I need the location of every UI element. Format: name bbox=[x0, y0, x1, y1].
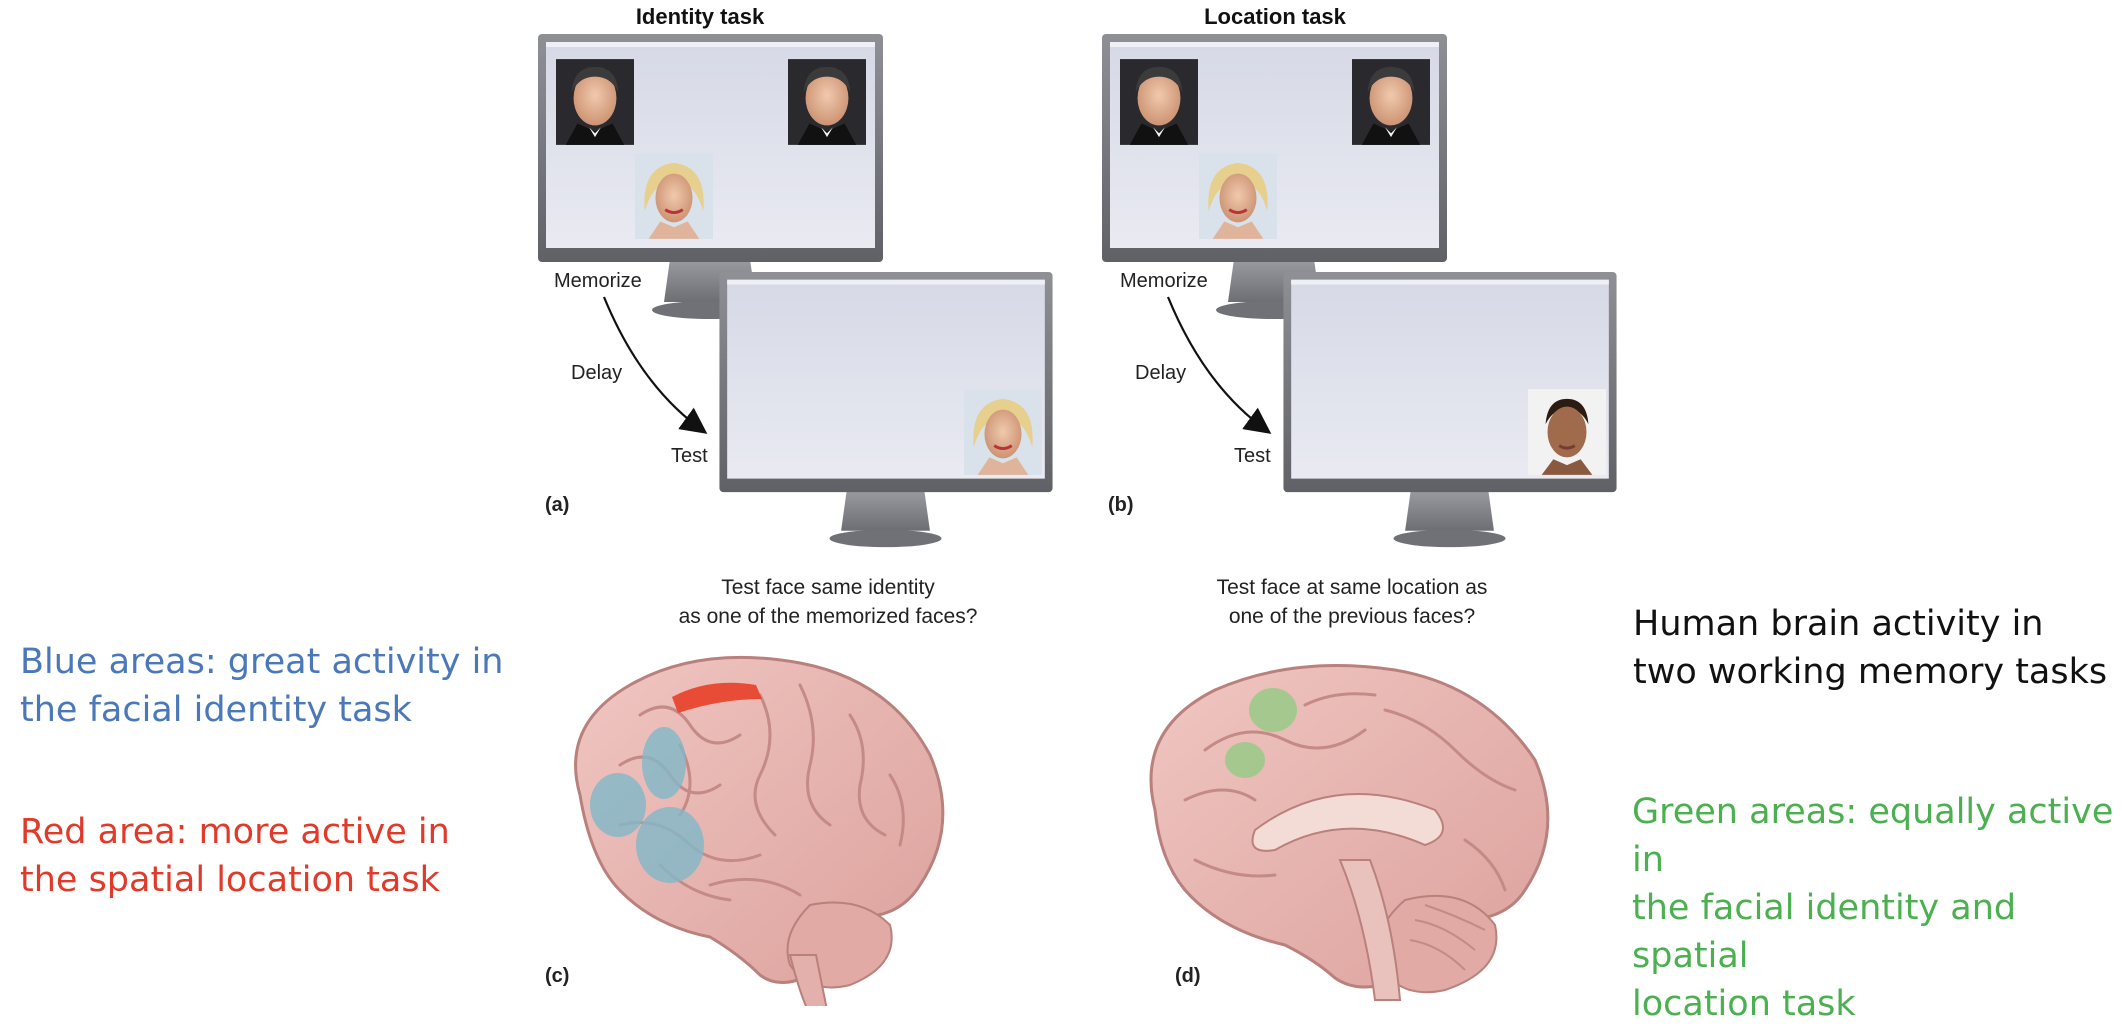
figure-caption-line2: two working memory tasks bbox=[1633, 652, 2108, 692]
blue-activity-area-1 bbox=[642, 727, 686, 799]
green-activity-area-2 bbox=[1225, 742, 1265, 778]
panel-d-letter: (d) bbox=[1175, 965, 1201, 987]
location-question-line1: Test face at same location as bbox=[1216, 576, 1488, 599]
location-test-label: Test bbox=[1234, 445, 1271, 467]
location-question: Test face at same location as one of the… bbox=[1152, 573, 1552, 631]
identity-delay-label: Delay bbox=[571, 362, 623, 384]
figure-graphics bbox=[538, 34, 1617, 1006]
location-task-title: Location task bbox=[1204, 4, 1346, 29]
panel-c-letter: (c) bbox=[545, 965, 570, 987]
location-delay-label: Delay bbox=[1135, 362, 1187, 384]
red-annotation: Red area: more active in the spatial loc… bbox=[20, 808, 450, 904]
figure-caption-line1: Human brain activity in bbox=[1633, 604, 2044, 644]
identity-test-label: Test bbox=[671, 445, 708, 467]
green-activity-area-1 bbox=[1249, 688, 1297, 732]
location-memorize-label: Memorize bbox=[1120, 270, 1208, 292]
identity-question: Test face same identity as one of the me… bbox=[628, 573, 1028, 631]
blue-activity-area-3 bbox=[636, 807, 704, 883]
green-annotation-line2: the facial identity and spatial bbox=[1632, 888, 2017, 976]
blue-annotation-line1: Blue areas: great activity in bbox=[20, 642, 504, 682]
medial-brain bbox=[1149, 664, 1550, 1001]
green-annotation: Green areas: equally active in the facia… bbox=[1632, 788, 2122, 1028]
blue-activity-area-2 bbox=[590, 773, 646, 837]
blue-annotation: Blue areas: great activity in the facial… bbox=[20, 638, 504, 734]
panel-b-letter: (b) bbox=[1108, 494, 1134, 516]
panel-a-letter: (a) bbox=[545, 494, 570, 516]
identity-question-line1: Test face same identity bbox=[721, 576, 935, 599]
blue-annotation-line2: the facial identity task bbox=[20, 690, 412, 730]
figure-caption: Human brain activity in two working memo… bbox=[1633, 600, 2107, 696]
green-annotation-line1: Green areas: equally active in bbox=[1632, 792, 2114, 880]
identity-question-line2: as one of the memorized faces? bbox=[678, 605, 978, 628]
location-question-line2: one of the previous faces? bbox=[1228, 605, 1476, 628]
lateral-brain bbox=[574, 655, 945, 1006]
red-annotation-line1: Red area: more active in bbox=[20, 812, 450, 852]
identity-memorize-label: Memorize bbox=[554, 270, 642, 292]
red-annotation-line2: the spatial location task bbox=[20, 860, 440, 900]
identity-task-title: Identity task bbox=[635, 4, 765, 29]
red-activity-area bbox=[672, 682, 762, 713]
